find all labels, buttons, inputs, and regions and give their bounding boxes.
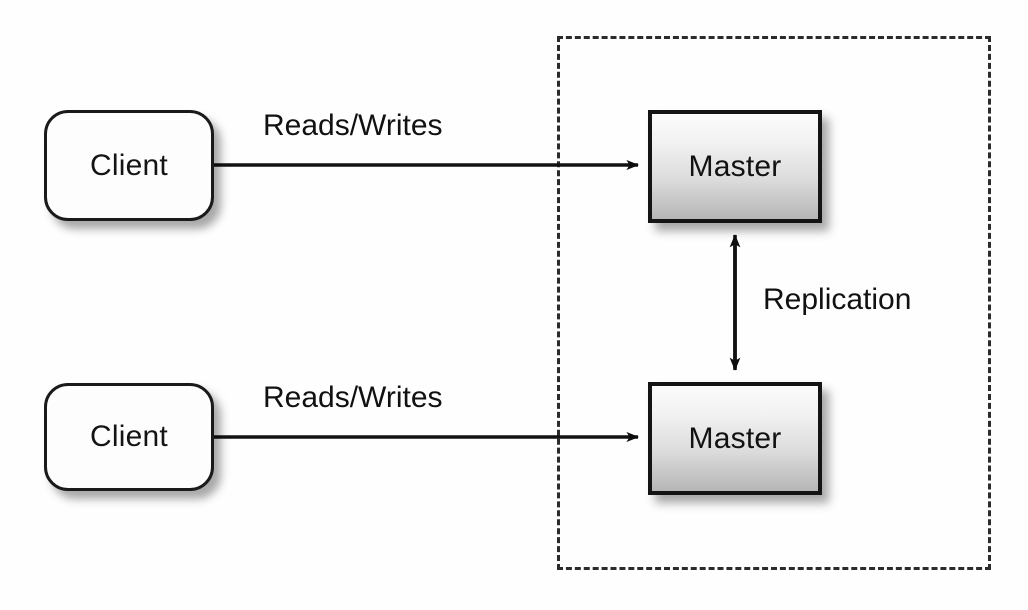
node-client-top[interactable]: Client	[44, 110, 214, 221]
node-master-top[interactable]: Master	[648, 110, 822, 223]
node-master-bottom-label: Master	[688, 421, 782, 455]
node-client-top-label: Client	[90, 148, 168, 182]
edge-label-reads-writes-top: Reads/Writes	[263, 109, 443, 142]
node-client-bottom-label: Client	[90, 420, 168, 453]
node-client-bottom[interactable]: Client	[44, 383, 214, 491]
replication-cluster-boundary	[557, 36, 991, 570]
node-master-bottom[interactable]: Master	[648, 382, 822, 495]
edge-label-replication: Replication	[763, 283, 912, 316]
node-master-top-label: Master	[688, 149, 782, 183]
edge-label-reads-writes-bottom: Reads/Writes	[263, 381, 443, 414]
